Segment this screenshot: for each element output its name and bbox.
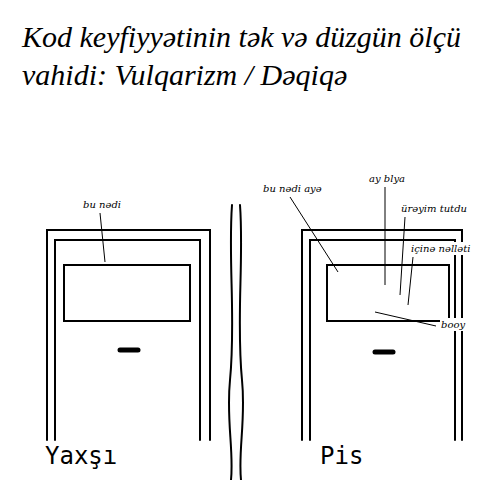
annotation: içinə nəlləti [410,242,471,255]
annotation: booy [440,318,466,331]
door-handle [120,348,138,353]
leader-line [100,213,105,262]
leader-line [400,217,405,295]
leader-line [385,187,386,285]
door [310,240,455,440]
door-frame [302,230,462,440]
door-frame [47,230,210,440]
door-window [64,265,190,321]
annotation: bu nədi ayə [262,182,323,195]
title: Kod keyfiyyətinin tək və düzgün ölçü vah… [22,18,492,94]
door [55,240,200,440]
door-caption: Yaxşı [45,442,117,470]
divider [229,205,232,480]
annotation: ay blya [368,172,406,185]
divider [240,205,243,480]
door-caption: Pis [320,442,363,470]
door-handle [375,350,393,355]
annotation: bu nədi [82,198,122,211]
annotation: ürəyim tutdu [400,202,468,215]
leader-line [375,312,436,326]
leader-line [290,197,338,272]
leader-line [408,257,413,305]
door-window [327,265,449,321]
